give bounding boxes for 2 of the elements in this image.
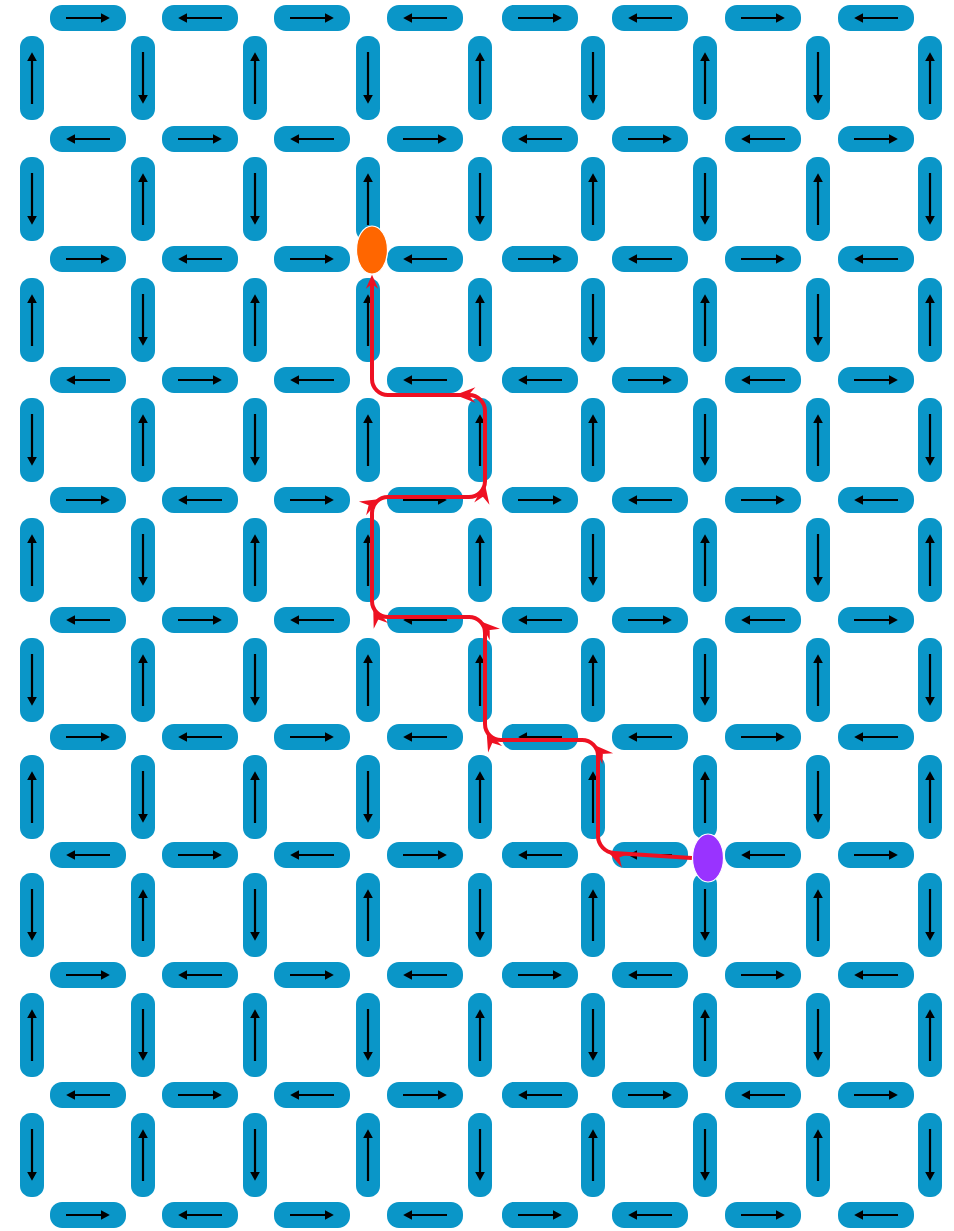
- dot: [355, 225, 389, 275]
- dot: [691, 833, 725, 883]
